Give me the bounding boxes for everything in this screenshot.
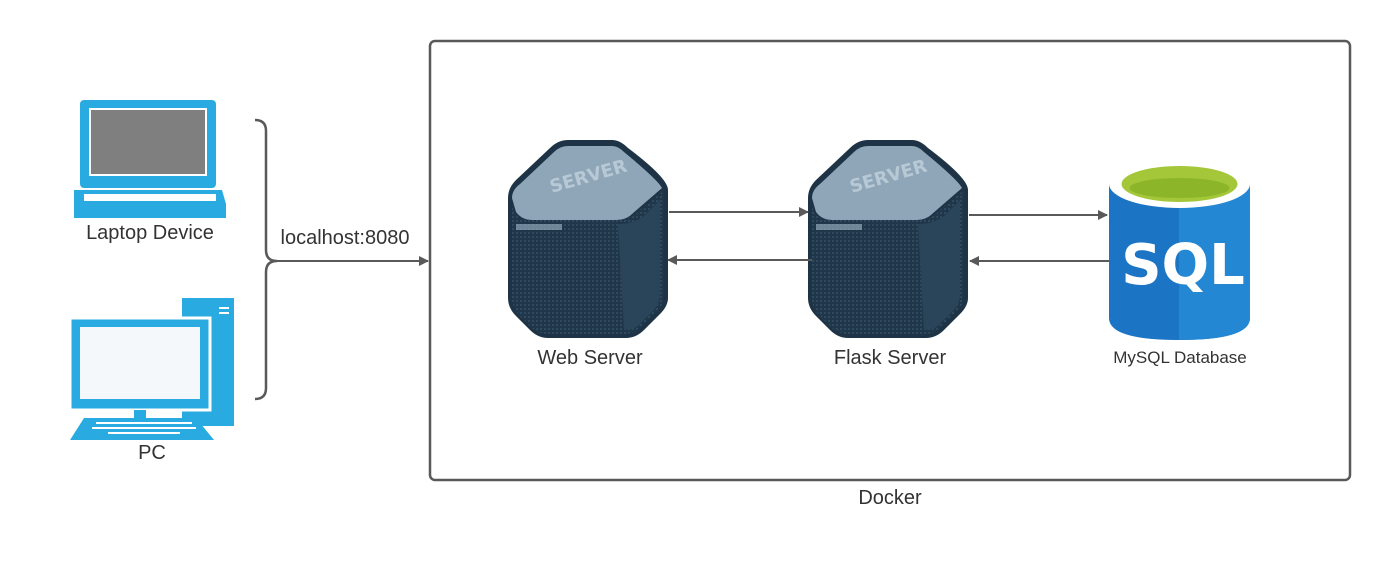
- database-badge: SQL: [1121, 233, 1245, 298]
- flask-server-label: Flask Server: [834, 347, 947, 369]
- docker-label: Docker: [858, 487, 922, 509]
- connection-label: localhost:8080: [281, 227, 410, 249]
- laptop-label: Laptop Device: [86, 222, 214, 244]
- device-group-brace: [254, 118, 278, 401]
- server-icon: SERVER: [508, 140, 668, 338]
- pc-label: PC: [138, 442, 166, 464]
- laptop-icon: [74, 100, 226, 218]
- desktop-pc-icon: [68, 298, 234, 440]
- docker-container: [428, 39, 1352, 482]
- database-label: MySQL Database: [1113, 348, 1247, 367]
- web-server-label: Web Server: [537, 347, 643, 369]
- database-icon: SQL: [1109, 160, 1250, 340]
- server-icon: SERVER: [808, 140, 968, 338]
